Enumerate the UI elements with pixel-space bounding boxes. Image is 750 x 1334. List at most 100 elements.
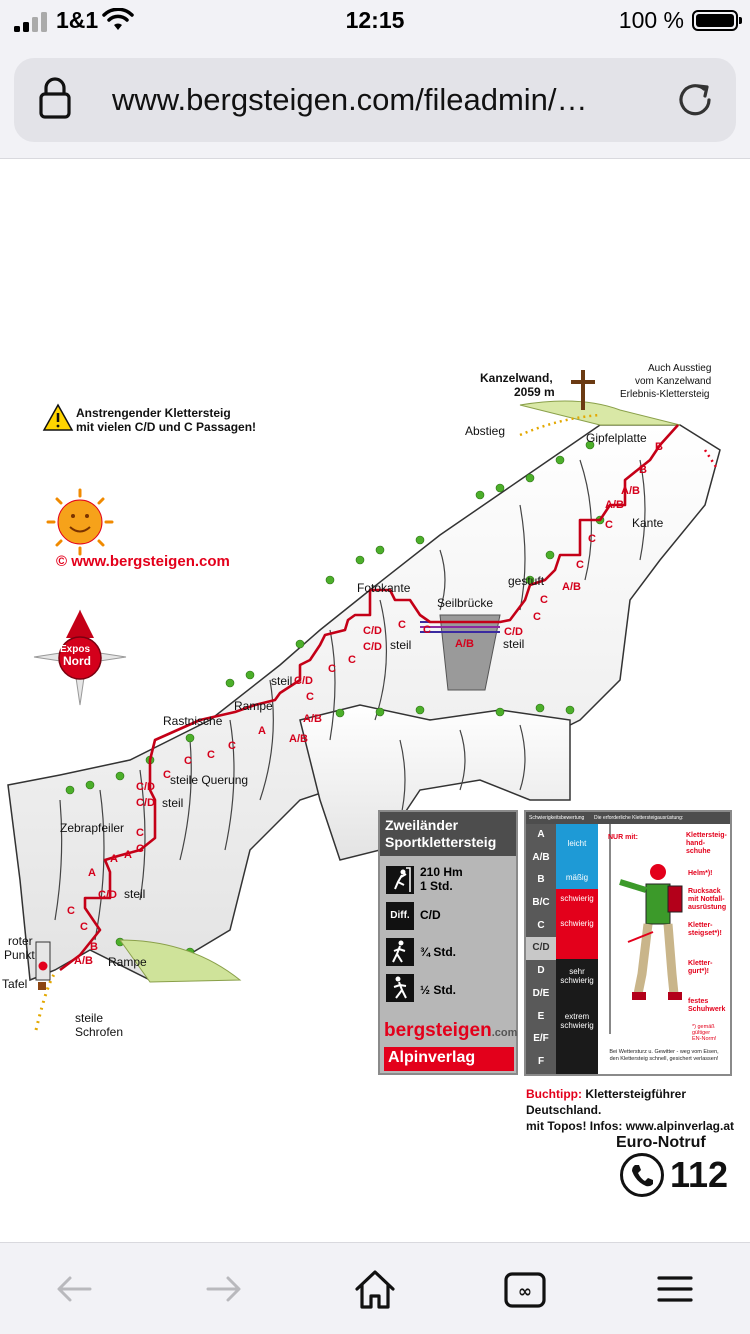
alpinverlag-logo: Alpinverlag (384, 1047, 514, 1071)
url-text[interactable]: www.bergsteigen.com/fileadmin/… (112, 82, 588, 117)
grade-label: E (537, 1010, 545, 1022)
band-leicht: leicht (556, 824, 598, 864)
clock: 12:15 (345, 7, 405, 33)
svg-text:gestuft: gestuft (508, 574, 545, 588)
menu-icon[interactable] (651, 1265, 699, 1313)
grade-label-selected: C/D (526, 937, 556, 961)
grade-label: A (537, 829, 545, 840)
svg-text:steil: steil (162, 796, 183, 810)
svg-text:Tafel: Tafel (2, 977, 27, 991)
route-line (59, 424, 679, 972)
difficulty-bands: leicht mäßig schwierig schwierig sehr sc… (556, 824, 598, 1074)
svg-text:C/D: C/D (98, 889, 117, 901)
svg-text:C: C (228, 740, 236, 752)
svg-text:C/D: C/D (363, 641, 382, 653)
equipment-illustration: NUR mit: Klettersteig-hand-schuhe Helm*)… (598, 824, 730, 1074)
buchtipp-text: Buchtipp: Klettersteigführer Deutschland… (526, 1087, 735, 1133)
svg-text:Erlebnis-Klettersteig: Erlebnis-Klettersteig (620, 389, 709, 400)
band-extrem-schwierig: extrem schwierig (556, 1004, 598, 1074)
svg-text:C: C (80, 921, 88, 933)
svg-text:roter: roter (8, 934, 33, 948)
svg-text:C: C (136, 843, 144, 855)
band-maessig: mäßig (556, 864, 598, 889)
svg-text:C: C (348, 654, 356, 666)
svg-text:C/D: C/D (363, 625, 382, 637)
phone-icon (620, 1153, 664, 1197)
svg-text:C: C (423, 624, 431, 636)
descent-time: ½ Std. (420, 983, 457, 997)
tabs-icon[interactable]: ∞ (501, 1265, 549, 1313)
svg-text:B: B (655, 441, 663, 453)
band-schwierig-1: schwierig (556, 889, 598, 909)
grade-label: C (537, 919, 545, 931)
svg-text:Gipfelplatte: Gipfelplatte (586, 431, 647, 445)
home-icon[interactable] (351, 1265, 399, 1313)
svg-text:Auch Ausstieg: Auch Ausstieg (648, 363, 711, 374)
svg-text:B: B (639, 464, 647, 476)
reload-icon[interactable] (674, 79, 716, 121)
svg-text:steil: steil (124, 887, 145, 901)
svg-text:B: B (90, 941, 98, 953)
grade-label: E/F (533, 1033, 549, 1045)
svg-text:C: C (163, 769, 171, 781)
svg-text:C: C (207, 749, 215, 761)
wifi-icon (102, 8, 134, 30)
cellular-signal-icon (14, 12, 50, 32)
elevation-gain: 210 Hm (420, 865, 463, 879)
grade-label: D/E (532, 987, 550, 999)
approach-walker-icon (386, 938, 414, 966)
svg-text:C/D: C/D (136, 781, 155, 793)
grade-label: D (537, 965, 545, 977)
safety-note: Bei Wettersturz u. Gewitter - weg vom Ei… (609, 1049, 719, 1062)
svg-text:steile: steile (75, 1011, 103, 1025)
website-credit: © www.bergsteigen.com (56, 553, 230, 570)
battery-percentage: 100 % (618, 7, 684, 33)
svg-text:A: A (258, 725, 266, 737)
warning-icon (42, 403, 74, 431)
svg-text:∞: ∞ (518, 1282, 532, 1302)
status-bar: 1&1 12:15 100 % (0, 0, 750, 44)
sun-logo-icon (46, 488, 114, 556)
svg-text:A/B: A/B (605, 499, 624, 511)
compass-icon (33, 609, 127, 706)
svg-text:Nord: Nord (63, 654, 91, 668)
route-title: Zweiländer Sportklettersteig (380, 812, 516, 856)
lock-icon (39, 77, 71, 119)
svg-text:Rampe: Rampe (234, 699, 273, 713)
svg-text:Schrofen: Schrofen (75, 1025, 123, 1039)
svg-text:steile Querung: steile Querung (170, 773, 248, 787)
svg-text:C/D: C/D (504, 626, 523, 638)
svg-text:A: A (124, 849, 132, 861)
svg-text:Seilbrücke: Seilbrücke (437, 596, 493, 610)
svg-text:steil: steil (390, 638, 411, 652)
svg-text:Rampe: Rampe (108, 955, 147, 969)
difficulty-icon: Diff. (386, 902, 414, 930)
svg-text:A/B: A/B (621, 485, 640, 497)
climb-time: 1 Std. (420, 879, 453, 893)
grade-label: A/B (532, 851, 550, 863)
grade-label: B/C (532, 897, 550, 909)
svg-text:steil: steil (503, 637, 524, 651)
approach-time: ¾ Std. (420, 945, 457, 959)
svg-text:C: C (540, 594, 548, 606)
lower-rock (299, 704, 571, 861)
difficulty-value: C/D (420, 908, 441, 922)
svg-text:C: C (588, 533, 596, 545)
svg-text:steil: steil (271, 674, 292, 688)
back-arrow-icon[interactable] (50, 1265, 98, 1313)
svg-text:C: C (533, 611, 541, 623)
route-info-panel: Zweiländer Sportklettersteig 210 Hm 1 St… (378, 810, 518, 1075)
grade-label: F/G (532, 1078, 550, 1090)
svg-text:C: C (136, 827, 144, 839)
svg-text:C/D: C/D (136, 797, 155, 809)
scale-header: Schwierigkeitsbewertung Die erforderlich… (526, 812, 730, 824)
forward-arrow-icon[interactable] (200, 1265, 248, 1313)
grade-label: F (537, 1055, 545, 1067)
grade-label: B (537, 874, 545, 886)
bergsteigen-logo: bergsteigen.com (384, 1020, 518, 1041)
descent-walker-icon (386, 974, 414, 1002)
address-bar[interactable]: www.bergsteigen.com/fileadmin/… (14, 58, 736, 142)
seilbruecke-cleft (439, 614, 501, 691)
svg-text:A: A (88, 867, 96, 879)
